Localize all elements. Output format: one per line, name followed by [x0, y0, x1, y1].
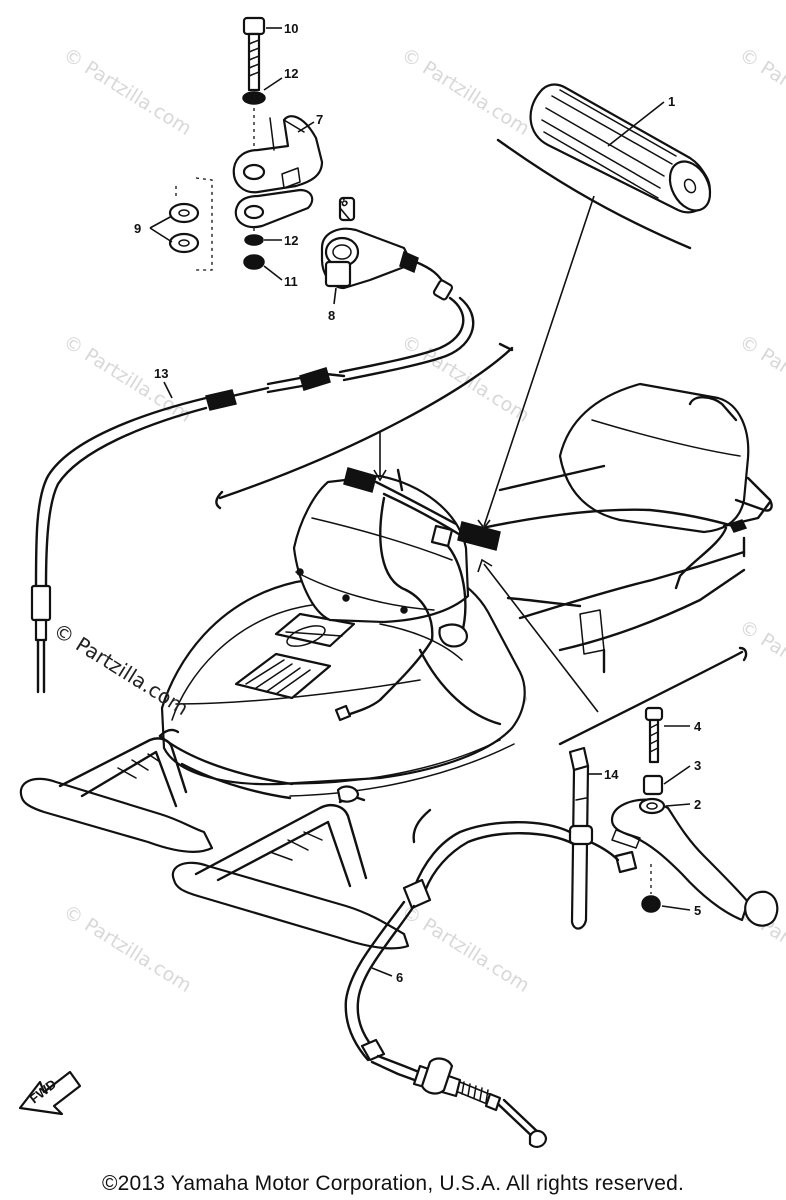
watermark-text: © Partzilla.com — [59, 331, 195, 427]
callout-11: 11 — [284, 274, 298, 289]
part-1-grip — [496, 83, 712, 250]
callout-13: 13 — [154, 366, 168, 381]
callout-1: 1 — [668, 94, 675, 109]
watermark-text: © Partzilla.com — [397, 44, 533, 140]
callout-5: 5 — [694, 903, 701, 918]
callout-12-lower: 12 — [284, 233, 298, 248]
watermark-text: © Partzilla.com — [59, 901, 195, 997]
callout-6: 6 — [396, 970, 403, 985]
callout-8-lower: 8 — [328, 308, 335, 323]
callout-2: 2 — [694, 797, 701, 812]
snowmobile-body — [19, 342, 773, 950]
fwd-direction-arrow: FWD — [18, 1070, 82, 1116]
brake-lever-assembly — [568, 706, 779, 930]
copyright-notice: ©2013 Yamaha Motor Corporation, U.S.A. A… — [101, 1172, 685, 1195]
watermark-text: © Partzilla.com — [735, 331, 786, 427]
leader-lines — [373, 195, 599, 713]
part-13-throttle-cable — [30, 296, 475, 694]
callout-3: 3 — [694, 758, 701, 773]
part-8-throttle-housing — [320, 196, 454, 301]
part-6-brake-cable — [344, 821, 576, 1148]
callout-9: 9 — [134, 221, 141, 236]
watermark-text: © Partzilla.com — [59, 44, 195, 140]
watermark-text: © Partzilla.com — [397, 901, 533, 997]
callout-10: 10 — [284, 21, 298, 36]
watermark-text: © Partzilla.com — [735, 44, 786, 140]
callouts: 1 10 12 7 9 8 12 11 8 13 4 3 — [134, 21, 702, 985]
callout-14: 14 — [604, 767, 619, 782]
bracket-assembly — [168, 16, 324, 271]
watermark-text: © Partzilla.com — [735, 616, 786, 712]
callout-12-upper: 12 — [284, 66, 298, 81]
callout-7: 7 — [316, 112, 323, 127]
callout-4: 4 — [694, 719, 702, 734]
